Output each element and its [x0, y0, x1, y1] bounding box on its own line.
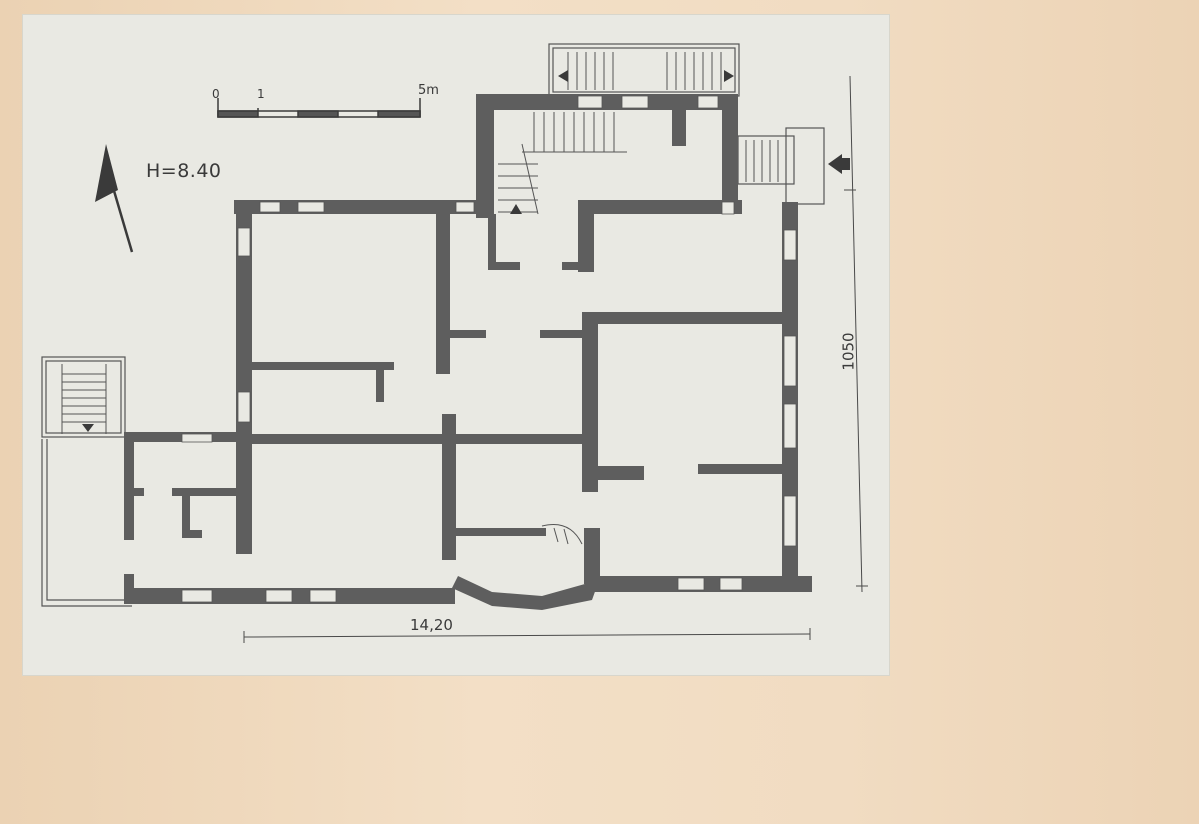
- scale-label-five-meters: 5m: [418, 83, 439, 98]
- height-label: H=8.40: [146, 160, 222, 182]
- north-arrow-icon: [95, 144, 134, 253]
- plan-outlines: [41, 43, 825, 607]
- walls: [124, 94, 812, 610]
- floor-plan-sheet: H=8.40 0 1 5m 14,20 1050: [22, 14, 890, 676]
- dimension-lines: [243, 75, 868, 643]
- scale-label-one: 1: [257, 87, 265, 101]
- windows: [181, 95, 797, 603]
- width-dimension: 14,20: [410, 616, 453, 634]
- scale-label-zero: 0: [212, 87, 220, 101]
- depth-dimension: 1050: [839, 332, 858, 371]
- stair-treads: [61, 52, 779, 545]
- entrance-arrow-icon: [828, 154, 850, 174]
- stair-arrows: [82, 70, 734, 432]
- floor-plan-drawing: [41, 43, 868, 643]
- scale-bar: [217, 98, 421, 118]
